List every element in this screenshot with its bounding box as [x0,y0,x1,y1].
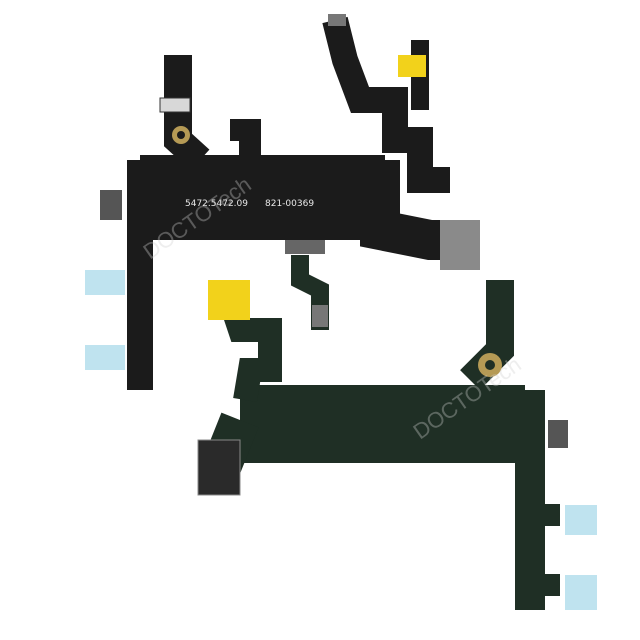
upper-blue-stiffener-2 [85,345,125,370]
upper-connector-small [159,97,191,113]
lower-microphone [312,305,328,327]
lower-top-bracket [285,240,325,254]
lower-flex-cable [201,255,560,610]
lower-yellow-stiffener [208,280,250,320]
part-code-2: 821-00369 [265,199,314,209]
upper-flex-cable [127,16,470,390]
part-code-1: 5472.5472.09 [185,199,248,209]
upper-yellow-stiffener [398,55,426,77]
lower-switch [548,420,568,448]
lower-board-connector [197,439,241,496]
upper-top-button [328,14,346,26]
lower-blue-stiffener-1 [565,505,597,535]
lower-blue-stiffener-2 [565,575,597,610]
upper-connector-pad [440,220,480,270]
upper-switch [100,190,122,220]
upper-blue-stiffener-1 [85,270,125,295]
